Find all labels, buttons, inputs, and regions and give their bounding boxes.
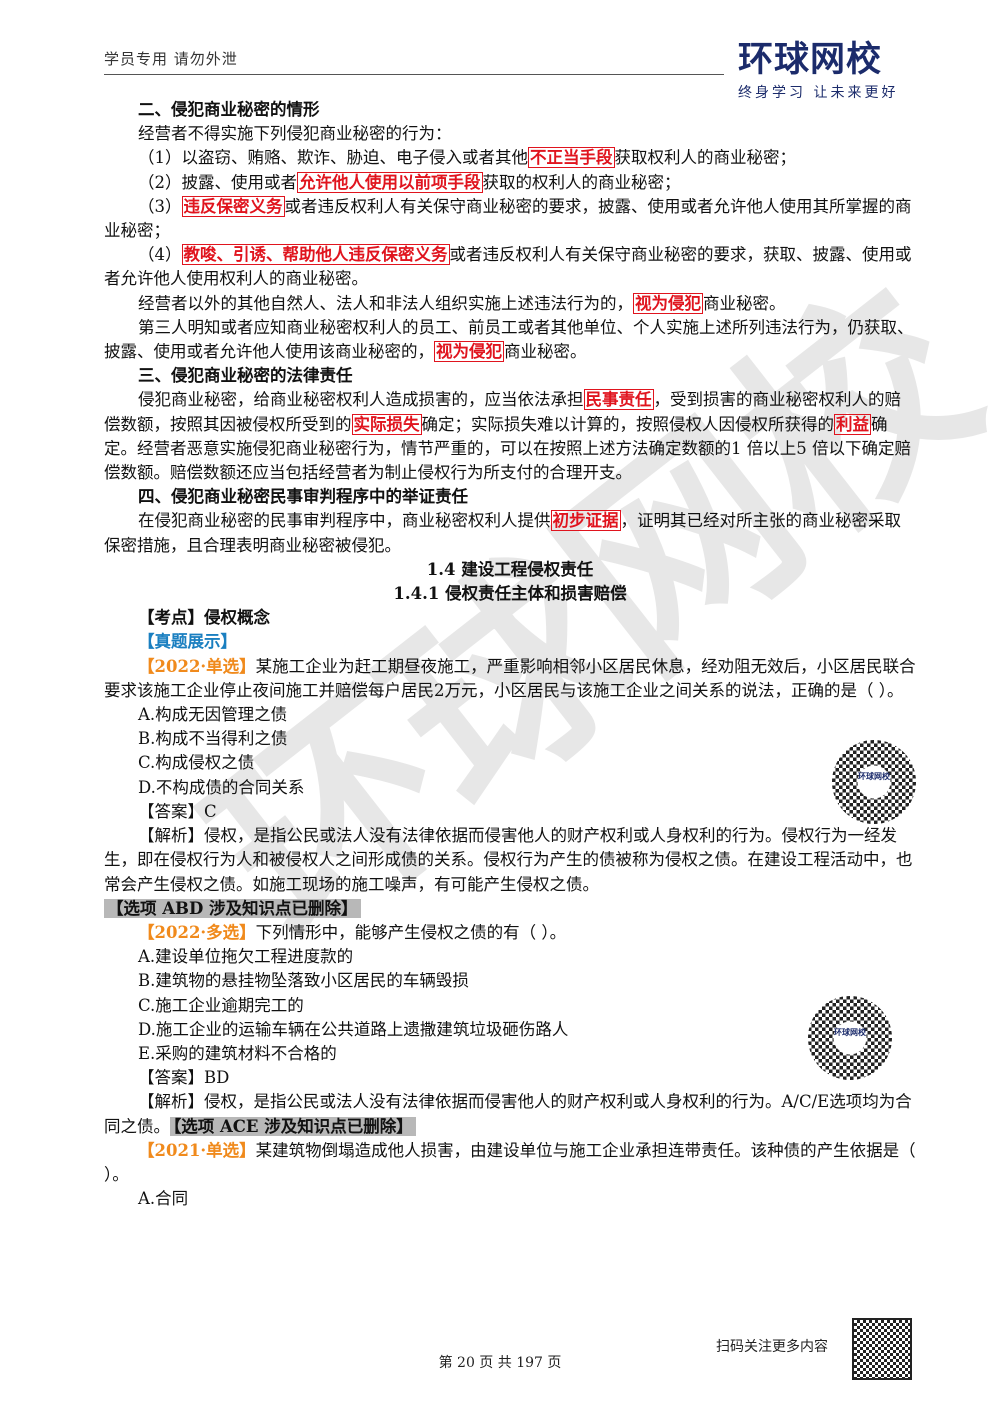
question-3: 【2021·单选】某建筑物倒塌造成他人损害，由建设单位与施工企业承担连带责任。该… <box>104 1139 916 1187</box>
document-body: 二、侵犯商业秘密的情形 经营者不得实施下列侵犯商业秘密的行为： （1）以盗窃、贿… <box>104 98 916 1211</box>
option: C.构成侵权之债 <box>138 753 255 773</box>
list-item: （3）违反保密义务或者违反权利人有关保守商业秘密的要求，披露、使用或者允许他人使… <box>104 195 916 243</box>
question-stem: 某建筑物倒塌造成他人损害，由建设单位与施工企业承担连带责任。该种债的产生依据是（… <box>104 1140 916 1184</box>
list-item: （2）披露、使用或者允许他人使用以前项手段获取的权利人的商业秘密； <box>104 171 916 195</box>
question-1: 【2022·单选】某施工企业为赶工期昼夜施工，严重影响相邻小区居民休息，经劝阻无… <box>104 655 916 703</box>
zhenti-label: 【真题展示】 <box>138 632 237 652</box>
option: E.采购的建筑材料不合格的 <box>138 1043 337 1063</box>
highlight-box: 视为侵犯 <box>633 292 703 314</box>
text: 确定；实际损失难以计算的，按照侵权人因侵权所获得的 <box>421 414 835 434</box>
text: 商业秘密。 <box>703 293 786 313</box>
text: （1）以盗窃、贿赂、欺诈、胁迫、电子侵入或者其他 <box>138 148 528 168</box>
option: A.合同 <box>138 1189 189 1209</box>
text: 【解析】侵权，是指公民或法人没有法律依据而侵害他人的财产权利或人身权利的行为。A… <box>104 1092 912 1136</box>
text: ，受到损害的商业秘密权利人的赔偿数额，按照其因被侵权所受到的 <box>104 390 901 434</box>
analysis: 【解析】侵权，是指公民或法人没有法律依据而侵害他人的财产权利或人身权利的行为。侵… <box>104 826 913 894</box>
question-tag: 【2022·多选】 <box>138 922 256 942</box>
note-badge: 【选项 ABD 涉及知识点已删除】 <box>104 898 361 918</box>
highlight-box: 违反保密义务 <box>181 195 285 217</box>
chapter-title: 1.4 建设工程侵权责任 <box>426 559 594 579</box>
logo: 环球网校 终身学习 让未来更好 <box>738 40 918 102</box>
section-heading-2: 二、侵犯商业秘密的情形 <box>138 100 320 119</box>
page-number: 第 20 页 共 197 页 <box>438 1355 562 1371</box>
option: C.施工企业逾期完工的 <box>138 995 304 1015</box>
option: B.构成不当得利之债 <box>138 729 288 749</box>
option: B.建筑物的悬挂物坠落致小区居民的车辆毁损 <box>138 971 469 991</box>
highlight-box: 教唆、引诱、帮助他人违反保密义务 <box>181 244 450 266</box>
paragraph: 在侵犯商业秘密的民事审判程序中，商业秘密权利人提供初步证据，证明其已经对所主张的… <box>104 509 916 557</box>
note-badge: 【选项 ACE 涉及知识点已删除】 <box>170 1116 416 1136</box>
text: （3） <box>138 196 182 216</box>
text: ，证明其已经对所主张的商业秘密采取保密措施，且合理表明商业秘密被侵犯。 <box>104 511 901 555</box>
highlight-box: 允许他人使用以前项手段 <box>297 171 483 193</box>
question-stem: 某施工企业为赶工期昼夜施工，严重影响相邻小区居民休息，经劝阻无效后，小区居民联合… <box>104 656 916 700</box>
option: A.构成无因管理之债 <box>138 705 288 725</box>
highlight-box: 不正当手段 <box>528 147 615 169</box>
subchapter-title: 1.4.1 侵权责任主体和损害赔偿 <box>393 584 627 604</box>
text: 获取权利人的商业秘密； <box>614 148 797 168</box>
option: D.不构成债的合同关系 <box>138 777 305 797</box>
paragraph: 侵犯商业秘密，给商业秘密权利人造成损害的，应当依法承担民事责任，受到损害的商业秘… <box>104 388 916 485</box>
highlight-box: 视为侵犯 <box>434 341 504 363</box>
logo-main-text: 环球网校 <box>738 40 883 80</box>
section-heading-4: 四、侵犯商业秘密民事审判程序中的举证责任 <box>138 487 468 507</box>
analysis: 【解析】侵权，是指公民或法人没有法律依据而侵害他人的财产权利或人身权利的行为。A… <box>104 1090 916 1138</box>
header-notice: 学员专用 请勿外泄 <box>104 50 238 68</box>
text: 或者违反权利人有关保守商业秘密的要求，获取、披露、使用或者允许他人使用权利人的商… <box>104 245 912 289</box>
section-heading-3: 三、侵犯商业秘密的法律责任 <box>138 366 353 386</box>
highlight-box: 民事责任 <box>583 389 654 411</box>
option: D.施工企业的运输车辆在公共道路上遗撒建筑垃圾砸伤路人 <box>138 1019 569 1039</box>
qr-center-label: 环球网校 <box>858 766 890 798</box>
paragraph: 经营者不得实施下列侵犯商业秘密的行为： <box>138 124 452 144</box>
qr-code-1: 环球网校 <box>832 740 916 824</box>
highlight-box: 利益 <box>834 413 871 435</box>
text: 获取的权利人的商业秘密； <box>482 172 681 192</box>
logo-slogan: 终身学习 让未来更好 <box>738 85 899 101</box>
paragraph: 经营者以外的其他自然人、法人和非法人组织实施上述违法行为的，视为侵犯商业秘密。 <box>104 292 916 316</box>
text: 商业秘密。 <box>504 342 587 362</box>
footer-scan-text: 扫码关注更多内容 <box>716 1339 828 1355</box>
kaodian-label: 【考点】侵权概念 <box>138 608 270 628</box>
option: A.建设单位拖欠工程进度款的 <box>138 947 354 967</box>
answer: 【答案】BD <box>138 1068 230 1088</box>
highlight-box: 初步证据 <box>550 510 621 532</box>
text: 侵犯商业秘密，给商业秘密权利人造成损害的，应当依法承担 <box>138 390 584 410</box>
text: 或者违反权利人有关保守商业秘密的要求，披露、使用或者允许他人使用其所掌握的商业秘… <box>104 196 912 241</box>
text: （2）披露、使用或者 <box>138 172 297 192</box>
text: （4） <box>138 245 182 265</box>
deleted-note: 【选项 ABD 涉及知识点已删除】 <box>104 897 916 921</box>
text: 在侵犯商业秘密的民事审判程序中，商业秘密权利人提供 <box>138 511 551 531</box>
list-item: （4）教唆、引诱、帮助他人违反保密义务或者违反权利人有关保守商业秘密的要求，获取… <box>104 243 916 291</box>
text: 经营者以外的其他自然人、法人和非法人组织实施上述违法行为的， <box>138 293 633 313</box>
highlight-box: 实际损失 <box>351 413 422 435</box>
list-item: （1）以盗窃、贿赂、欺诈、胁迫、电子侵入或者其他不正当手段获取权利人的商业秘密； <box>104 146 916 170</box>
question-tag: 【2021·单选】 <box>138 1140 256 1160</box>
answer: 【答案】C <box>138 801 217 821</box>
paragraph: 第三人明知或者应知商业秘密权利人的员工、前员工或者其他单位、个人实施上述所列违法… <box>104 316 916 364</box>
question-tag: 【2022·单选】 <box>138 656 256 676</box>
question-stem: 下列情形中，能够产生侵权之债的有（ ）。 <box>255 922 567 942</box>
text: 第三人明知或者应知商业秘密权利人的员工、前员工或者其他单位、个人实施上述所列违法… <box>104 317 914 362</box>
qr-center-label: 环球网校 <box>834 1022 866 1054</box>
footer-qr-code <box>852 1318 912 1380</box>
qr-code-2: 环球网校 <box>808 996 892 1080</box>
question-2: 【2022·多选】下列情形中，能够产生侵权之债的有（ ）。 <box>104 921 916 945</box>
text: 确定。经营者恶意实施侵犯商业秘密行为，情节严重的，可以在按照上述方法确定数额的1… <box>104 414 911 483</box>
header-divider <box>104 74 724 75</box>
